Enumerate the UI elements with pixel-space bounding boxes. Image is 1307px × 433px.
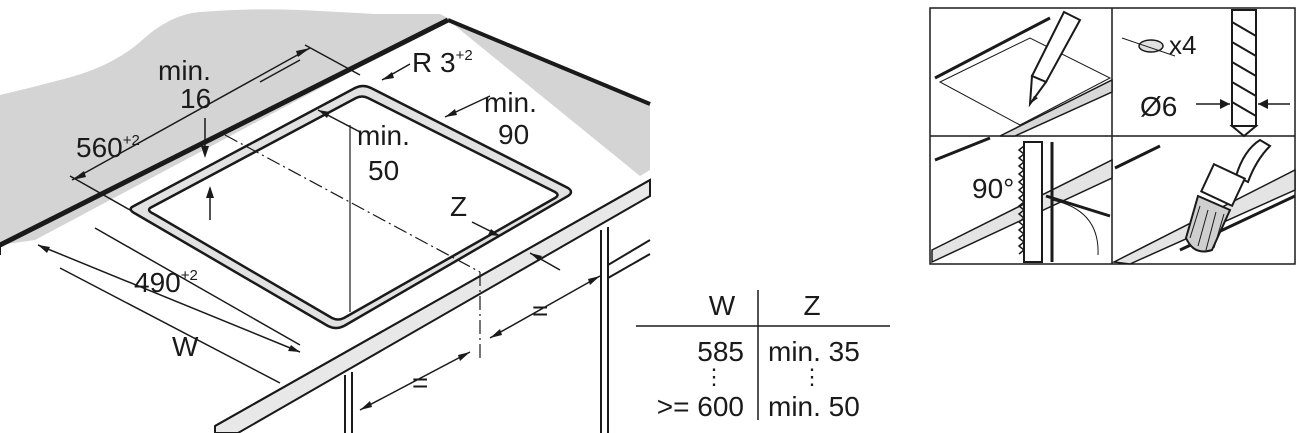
brush-icon <box>1184 138 1272 253</box>
radius-label-text: R 3 <box>412 47 456 78</box>
z-label: Z <box>450 191 467 222</box>
depth-490-label: 490+2 <box>134 267 198 298</box>
table-header-w: W <box>709 290 736 321</box>
drill-bit-icon <box>1229 9 1259 138</box>
depth-490-label-sup: +2 <box>181 267 198 284</box>
width-560-label-text: 560 <box>76 132 123 163</box>
table-ellipsis-w: ⋮ <box>703 364 725 389</box>
width-560-label-sup: +2 <box>123 132 140 149</box>
table-row2-z: min. 50 <box>768 391 860 422</box>
saw-blade-icon <box>1017 141 1043 263</box>
table-header-z: Z <box>803 290 820 321</box>
min-90-label-top: min. <box>484 87 537 118</box>
screw-icon <box>1121 37 1176 57</box>
min-90-label-bottom: 90 <box>498 119 529 150</box>
equal-label-right: = <box>532 295 548 326</box>
table-row1-w: 585 <box>697 336 744 367</box>
cabinet-panels <box>344 227 651 433</box>
table-row1-z: min. 35 <box>768 336 860 367</box>
panel-drilling: x4 Ø6 <box>1121 9 1290 138</box>
panel-sealing <box>1111 138 1296 265</box>
table-ellipsis-z: ⋮ <box>801 364 823 389</box>
min-50-label-top: min. <box>357 120 410 151</box>
pencil-icon <box>1028 10 1082 108</box>
back-edge-line <box>0 17 450 248</box>
min-50-label-bottom: 50 <box>368 155 399 186</box>
screw-count-label: x4 <box>1169 30 1196 60</box>
radius-label: R 3+2 <box>412 47 473 78</box>
width-560-label: 560+2 <box>76 132 140 163</box>
panel-sawing: 90° <box>931 136 1113 264</box>
min-16-label-top: min. <box>158 55 211 86</box>
countertop-drawing: min. 16 R 3+2 560+2 min. 50 min. 90 Z 49… <box>0 9 651 433</box>
table-row2-w: >= 600 <box>657 391 744 422</box>
cutout-opening <box>147 95 559 321</box>
equal-label-left: = <box>412 367 428 398</box>
depth-490-label-text: 490 <box>134 267 181 298</box>
drill-diameter-label: Ø6 <box>1140 91 1177 122</box>
panel-marking <box>934 10 1113 137</box>
centerlines <box>224 134 481 360</box>
radius-label-sup: +2 <box>456 47 473 64</box>
arrowheads <box>38 48 600 410</box>
saw-angle-label: 90° <box>972 173 1014 204</box>
wz-table: W Z 585 min. 35 ⋮ ⋮ >= 600 min. 50 <box>636 290 890 422</box>
w-label: W <box>172 331 199 362</box>
right-back-edge-line <box>447 18 651 106</box>
min-16-label-bottom: 16 <box>180 83 211 114</box>
wall <box>0 9 650 246</box>
instruction-panels: x4 Ø6 90° <box>929 7 1296 265</box>
